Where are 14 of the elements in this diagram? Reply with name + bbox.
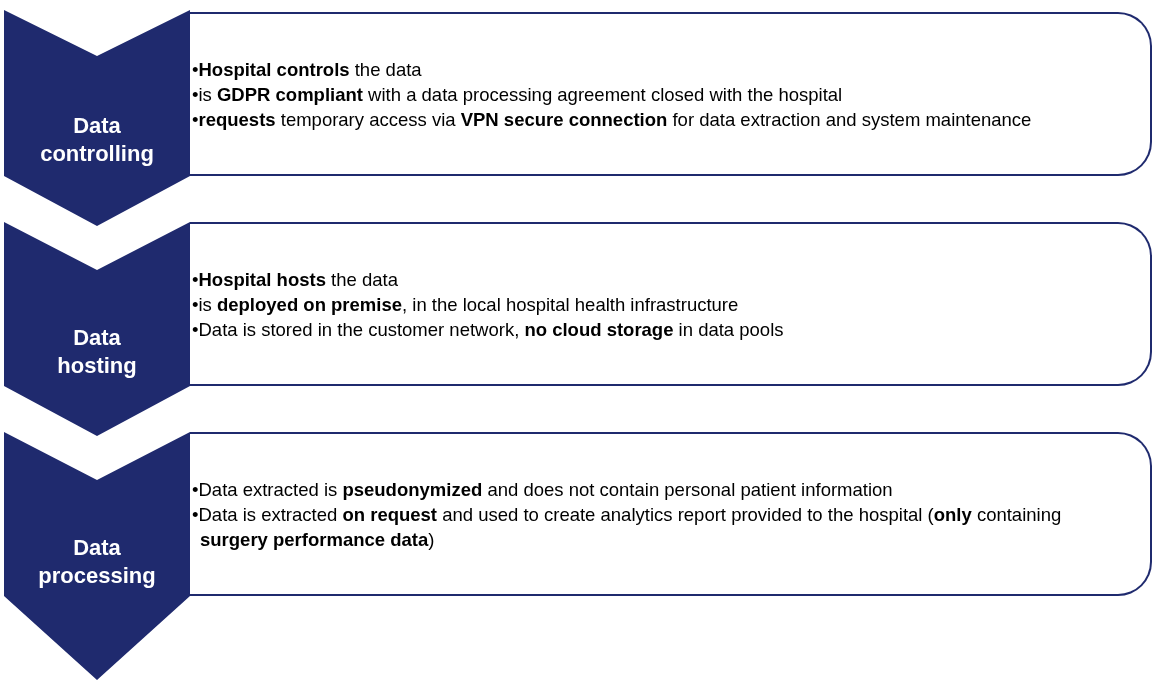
bullet-text: •Data is stored in the customer network, no cloud storage in data pools bbox=[192, 317, 785, 342]
bullet-text: •Data extracted is pseudonymized and does not contain personal patient information bbox=[192, 477, 894, 502]
text-panel bbox=[190, 222, 1152, 386]
bullet-text: •requests temporary access via VPN secure connection for data extraction and system maintenance bbox=[192, 107, 1033, 132]
text-panel bbox=[190, 12, 1152, 176]
bullet-text: •Hospital controls the data bbox=[192, 57, 423, 82]
bullet-text: •is GDPR compliant with a data processing agreement closed with the hospital bbox=[192, 82, 844, 107]
stage-label: Data controlling bbox=[39, 112, 155, 168]
stage-label: Data processing bbox=[37, 534, 157, 590]
stage-label: Data hosting bbox=[56, 324, 138, 380]
bullet-text: •Data is extracted on request and used to create analytics report provided to the hospital (only containing surgery performance data) bbox=[192, 502, 1063, 552]
text-panel bbox=[190, 432, 1152, 596]
bullet-text: •is deployed on premise, in the local hospital health infrastructure bbox=[192, 292, 740, 317]
bullet-text: •Hospital hosts the data bbox=[192, 267, 399, 292]
